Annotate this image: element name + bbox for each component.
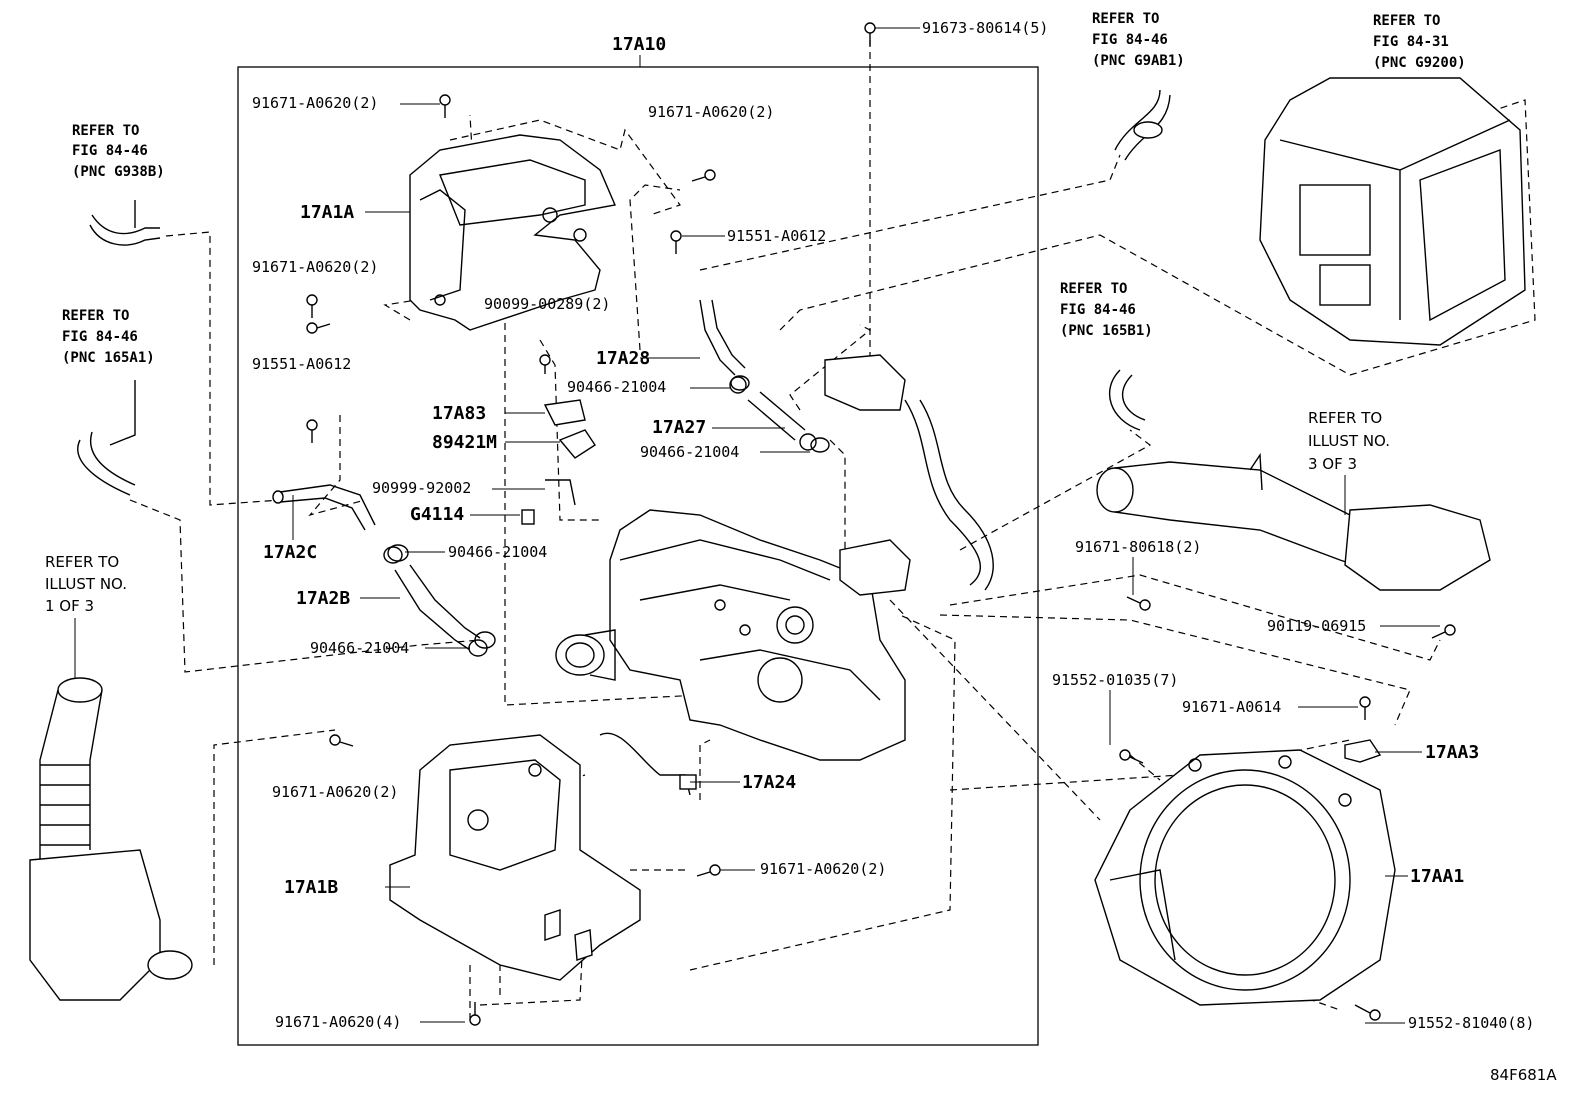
- label-17a28: 17A28: [596, 348, 650, 369]
- air-intake-illust1: [29, 677, 193, 1001]
- label-17a24: 17A24: [742, 772, 796, 793]
- clip-90999: [545, 479, 576, 506]
- label-91551-a0612-b: 91551-A0612: [252, 355, 351, 373]
- ref-165b1-line2: FIG 84-46: [1060, 302, 1136, 318]
- hose-17a2b: [394, 569, 471, 651]
- ref-g9ab1-line3: (PNC G9AB1): [1092, 53, 1185, 69]
- label-90099-00289: 90099-00289(2): [484, 295, 610, 313]
- ref-165b1-line1: REFER TO: [1060, 281, 1127, 297]
- label-91552-01035: 91552-01035(7): [1052, 671, 1178, 689]
- label-17a83: 17A83: [432, 403, 486, 424]
- bracket-17aa3: [1344, 739, 1382, 763]
- housing-17aa1: [1094, 749, 1396, 1006]
- label-89421m: 89421M: [432, 432, 497, 453]
- label-17a1b: 17A1B: [284, 877, 338, 898]
- label-91671-a0620-b: 91671-A0620(2): [648, 103, 774, 121]
- ref-g9ab1-line1: REFER TO: [1092, 11, 1159, 27]
- hose-17a27: [747, 399, 796, 441]
- label-17a27: 17A27: [652, 417, 706, 438]
- label-91671-a0620-e: 91671-A0620(2): [760, 860, 886, 878]
- label-17a2b: 17A2B: [296, 588, 350, 609]
- figure-code: 84F681A: [1490, 1066, 1557, 1084]
- label-90466-21004-a: 90466-21004: [567, 378, 666, 396]
- label-90999-92002: 90999-92002: [372, 479, 471, 497]
- intake-duct-illust3: [1096, 452, 1491, 591]
- ref-165a1-line3: (PNC 165A1): [62, 350, 155, 366]
- ref-g9200-line2: FIG 84-31: [1373, 34, 1449, 50]
- illust3-line1: REFER TO: [1308, 409, 1382, 427]
- connector-block: [824, 354, 994, 596]
- label-91551-a0612-a: 91551-A0612: [727, 227, 826, 245]
- label-91671-a0620-d: 91671-A0620(2): [272, 783, 398, 801]
- label-90466-21004-d: 90466-21004: [310, 639, 409, 657]
- label-91671-a0620-f: 91671-A0620(4): [275, 1013, 401, 1031]
- label-91673-80614: 91673-80614(5): [922, 19, 1048, 37]
- reference-notes: REFER TO FIG 84-46 (PNC G938B) REFER TO …: [45, 11, 1466, 615]
- cover-17a1a: [409, 134, 616, 331]
- illust1-line1: REFER TO: [45, 553, 119, 571]
- label-leaders: [74, 27, 1440, 1024]
- inverter-g9200: [1259, 77, 1526, 346]
- label-91671-a0620-c: 91671-A0620(2): [252, 258, 378, 276]
- label-17a1a: 17A1A: [300, 202, 354, 223]
- bolt-icons: [306, 22, 1456, 1026]
- sensor-89421m: [558, 429, 596, 459]
- ref-g9200-line1: REFER TO: [1373, 13, 1440, 29]
- label-90466-21004-b: 90466-21004: [640, 443, 739, 461]
- label-90466-21004-c: 90466-21004: [448, 543, 547, 561]
- illust3-line3: 3 OF 3: [1308, 455, 1357, 473]
- clamp-icons: [387, 375, 830, 649]
- ref-hose-g938b: [89, 224, 161, 246]
- illust1-line2: ILLUST NO.: [45, 575, 127, 593]
- label-17a2c: 17A2C: [263, 542, 317, 563]
- group-label: 17A10: [612, 34, 666, 55]
- ref-g938b-line2: FIG 84-46: [72, 143, 148, 159]
- assembly-frame: [237, 66, 1039, 1046]
- switch-g4114: [521, 509, 535, 525]
- label-91671-a0614: 91671-A0614: [1182, 698, 1281, 716]
- label-90119-06915: 90119-06915: [1267, 617, 1366, 635]
- ref-165a1-line1: REFER TO: [62, 308, 129, 324]
- ref-165b1-line3: (PNC 165B1): [1060, 323, 1153, 339]
- cover-17a1b: [389, 734, 641, 981]
- ref-hose-165b1: [1109, 369, 1141, 431]
- ref-hose-g9ab1: [1114, 89, 1161, 151]
- bracket-17a83: [543, 399, 586, 426]
- ref-g938b-line1: REFER TO: [72, 123, 139, 139]
- label-91552-81040: 91552-81040(8): [1408, 1014, 1534, 1032]
- label-g4114: G4114: [410, 504, 464, 525]
- part-labels: 91673-80614(5) 91671-A0620(2) 91671-A062…: [252, 19, 1534, 1032]
- ref-g938b-line3: (PNC G938B): [72, 164, 165, 180]
- ref-hose-165a1: [77, 439, 131, 496]
- ref-g9ab1-line2: FIG 84-46: [1092, 32, 1168, 48]
- label-17aa3: 17AA3: [1425, 742, 1479, 763]
- pipe-17a2c: [279, 484, 376, 526]
- illust1-line3: 1 OF 3: [45, 597, 94, 615]
- hose-17a28: [699, 299, 736, 376]
- ref-g9200-line3: (PNC G9200): [1373, 55, 1466, 71]
- illust3-line2: ILLUST NO.: [1308, 432, 1390, 450]
- harness-17a24: [599, 732, 691, 796]
- label-91671-a0620-a: 91671-A0620(2): [252, 94, 378, 112]
- transaxle-body: [555, 509, 906, 761]
- ref-165a1-line2: FIG 84-46: [62, 329, 138, 345]
- label-91671-80618: 91671-80618(2): [1075, 538, 1201, 556]
- label-17aa1: 17AA1: [1410, 866, 1464, 887]
